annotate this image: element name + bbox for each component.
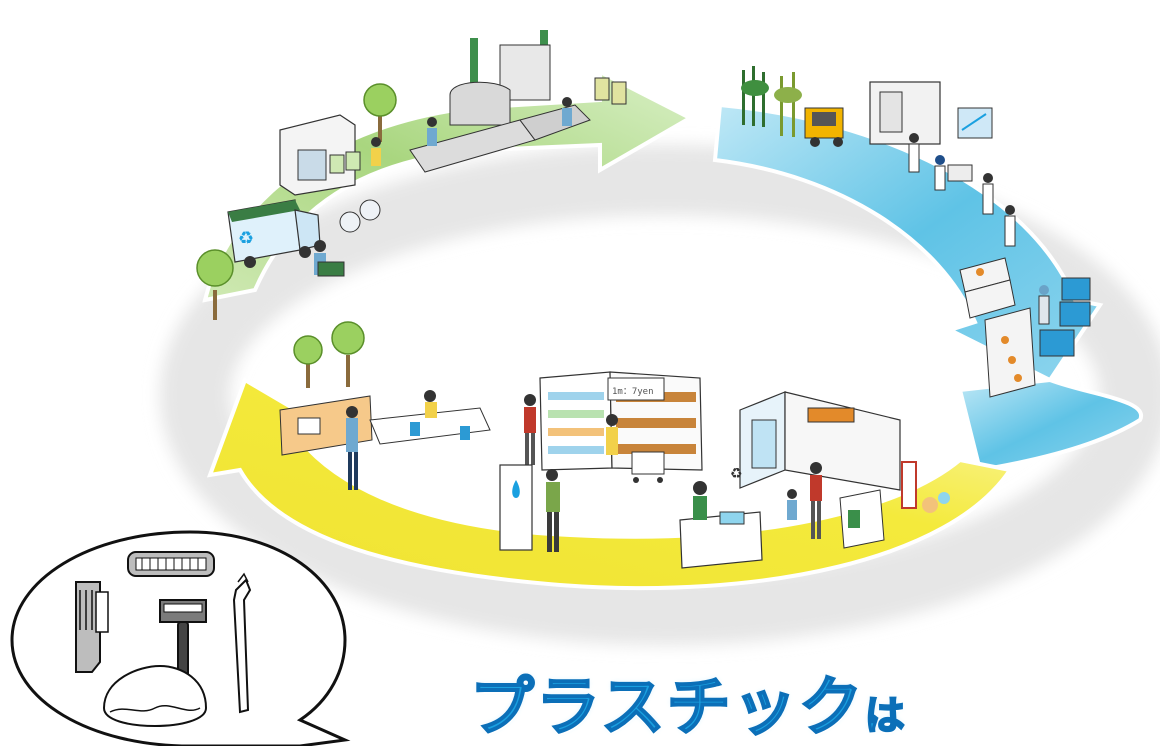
worker-figure xyxy=(562,97,572,126)
recycling-truck: ♻ xyxy=(227,199,321,268)
amenity-speech-bubble xyxy=(10,530,351,746)
recycling-plant xyxy=(409,30,627,173)
scientist-figure xyxy=(934,155,973,191)
scientist-figure xyxy=(908,133,920,173)
headline: プラスチックは xyxy=(469,675,970,741)
blue-manufacturing-segment xyxy=(712,102,1144,473)
recycling-scene: ♻ xyxy=(196,30,627,320)
worker-figure xyxy=(314,240,345,277)
toothbrush-icon xyxy=(232,572,252,714)
tree-icon xyxy=(196,249,234,320)
shopper-figure xyxy=(606,414,665,483)
forklift xyxy=(804,107,844,147)
shopper-figure xyxy=(524,394,536,465)
shower-cap-icon xyxy=(102,664,208,728)
store-sign: 1m：7yen xyxy=(607,377,665,401)
tree-icon xyxy=(293,335,323,388)
comb-icon xyxy=(127,551,215,577)
scientist-figure xyxy=(982,173,994,215)
consumption-scene: 1m：7yen xyxy=(279,321,950,569)
shopper-figure xyxy=(787,462,822,539)
shipping-boxes xyxy=(1039,277,1091,357)
recycle-icon: ♻ xyxy=(238,228,254,249)
lab-equipment xyxy=(869,81,993,145)
supermarket-shelves xyxy=(539,371,703,471)
recycle-box xyxy=(839,461,950,549)
corn-crop-icon xyxy=(741,66,802,137)
worker-figure xyxy=(371,137,381,166)
worker-figure xyxy=(427,117,437,146)
collection-building xyxy=(279,114,356,196)
tree-icon xyxy=(363,83,397,142)
scientist-figure xyxy=(1004,205,1016,247)
worker-figure xyxy=(1038,285,1050,325)
manufacturing-scene xyxy=(741,66,1091,398)
production-line xyxy=(959,257,1036,398)
tree-icon xyxy=(331,321,365,387)
recycling-bins xyxy=(329,151,381,233)
recycle-icon: ♻ xyxy=(730,466,743,482)
ring-shadow xyxy=(160,145,1160,645)
headline-suffix: は xyxy=(864,693,907,739)
office-area xyxy=(279,390,491,490)
hair-brush-icon xyxy=(75,581,109,673)
water-dispenser xyxy=(499,464,560,552)
headline-main: プラスチック xyxy=(469,671,865,745)
checkout-counter xyxy=(679,481,763,569)
store-sign-text: 1m：7yen xyxy=(612,387,654,397)
